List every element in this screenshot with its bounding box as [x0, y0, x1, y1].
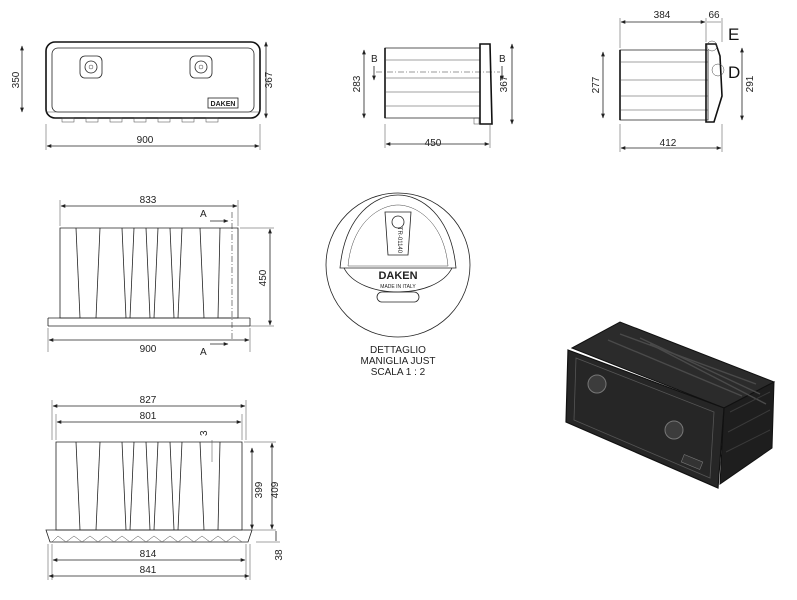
bottom-399-dim: 399 [254, 481, 265, 498]
top-ribs [75, 227, 221, 319]
top-width-bottom-dim: 900 [140, 344, 157, 355]
lid-detail-e: E [728, 25, 739, 44]
lid-view: E D 384 66 277 291 412 [591, 10, 756, 152]
bottom-814-dim: 814 [140, 549, 157, 560]
bottom-38-dim: 38 [274, 549, 285, 561]
top-section-bottom: A [200, 347, 207, 358]
handle-right-icon [189, 55, 213, 79]
lid-height-left-dim: 277 [591, 76, 602, 93]
front-view: DAKEN 900 350 367 [11, 41, 275, 150]
lid-depth-bottom-dim: 412 [660, 138, 677, 149]
handle-left-icon [79, 55, 103, 79]
side-total-height-dim: 367 [499, 75, 510, 92]
front-feet [61, 117, 219, 123]
lid-detail-d: D [728, 63, 740, 82]
handle-code: TR-01140 [396, 227, 402, 254]
bottom-view: 827 801 3 399 409 38 814 841 [45, 395, 285, 580]
handle-detail: TR-01140 DAKEN MADE IN ITALY DETTAGLIO M… [325, 192, 471, 378]
top-view: 833 A 450 900 A [47, 195, 274, 358]
front-logo: DAKEN [211, 101, 236, 108]
front-width-dim: 900 [137, 135, 154, 146]
side-section-left: B [371, 54, 378, 65]
bottom-rib-3-dim: 3 [199, 430, 210, 436]
handle-made-in: MADE IN ITALY [380, 284, 416, 290]
side-view: B B 450 283 367 [352, 43, 514, 149]
lid-height-right-dim: 291 [745, 75, 756, 92]
top-depth-dim: 450 [258, 269, 269, 286]
lid-depth-top-dim: 384 [654, 10, 671, 21]
bottom-409-dim: 409 [270, 481, 281, 498]
side-section-right: B [499, 54, 506, 65]
handle-brand: DAKEN [378, 270, 417, 282]
front-height-inner-dim: 350 [11, 71, 22, 88]
bottom-801-dim: 801 [140, 411, 157, 422]
bottom-841-dim: 841 [140, 565, 157, 576]
top-section-top: A [200, 209, 207, 220]
top-width-top-dim: 833 [140, 195, 157, 206]
lid-offset-dim: 66 [708, 10, 720, 21]
front-height-outer-dim: 367 [264, 71, 275, 88]
detail-caption-3: SCALA 1 : 2 [371, 367, 426, 378]
toolbox-render-icon [565, 321, 776, 489]
side-body-height-dim: 283 [352, 75, 363, 92]
detail-caption-2: MANIGLIA JUST [360, 356, 435, 367]
detail-caption-1: DETTAGLIO [370, 345, 426, 356]
side-depth-dim: 450 [425, 138, 442, 149]
bottom-827-dim: 827 [140, 395, 157, 406]
bottom-ribs [75, 441, 221, 531]
